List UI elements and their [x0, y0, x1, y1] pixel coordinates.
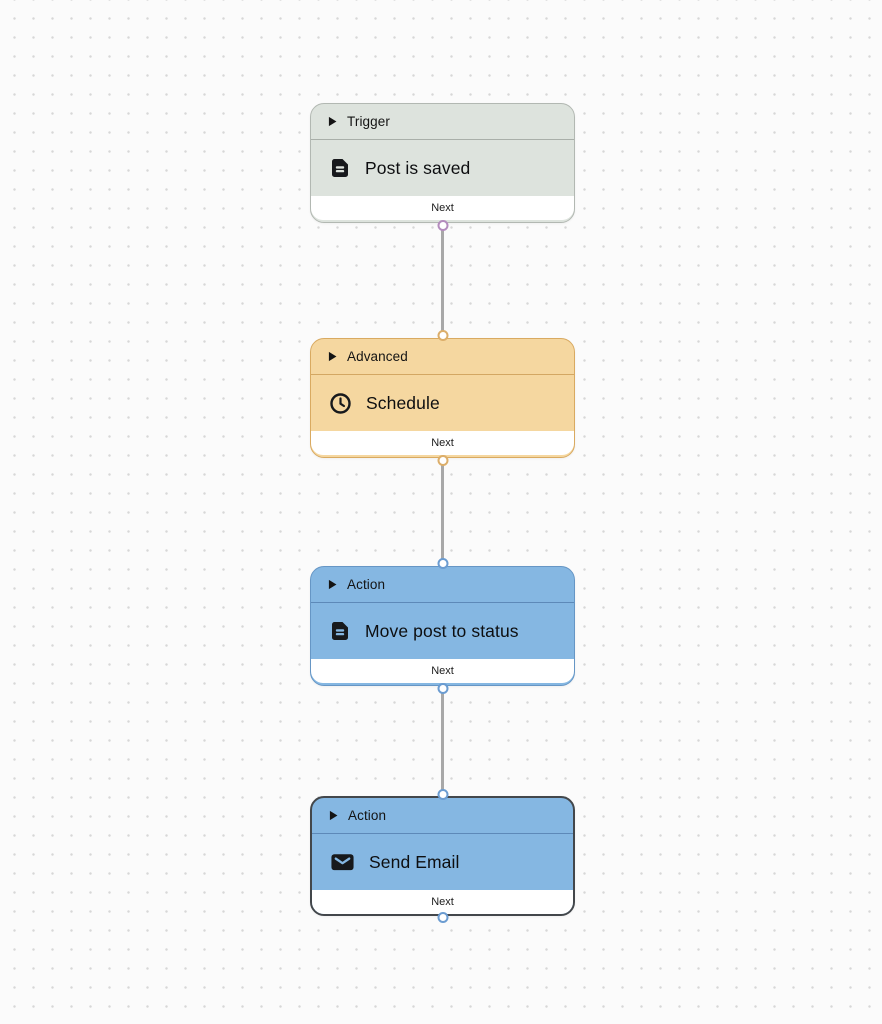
output-port[interactable] — [437, 455, 448, 466]
node-header[interactable]: Action — [311, 567, 574, 603]
edge-move-post-to-send-email[interactable] — [441, 684, 444, 800]
input-port[interactable] — [437, 330, 448, 341]
node-type-label: Advanced — [347, 349, 408, 364]
node-header[interactable]: Advanced — [311, 339, 574, 375]
expand-arrow-icon[interactable] — [328, 116, 337, 127]
next-label: Next — [431, 665, 454, 677]
node-output-section: Next — [312, 890, 573, 914]
next-label: Next — [431, 437, 454, 449]
node-header[interactable]: Trigger — [311, 104, 574, 140]
expand-arrow-icon[interactable] — [328, 579, 337, 590]
mail-icon — [330, 851, 355, 873]
node-type-label: Action — [347, 577, 386, 592]
output-port[interactable] — [437, 912, 448, 923]
node-action-send-email[interactable]: Action Send Email Next — [310, 789, 575, 923]
node-advanced-schedule[interactable]: Advanced Schedule Next — [310, 330, 575, 466]
node-title: Move post to status — [365, 620, 519, 641]
next-label: Next — [431, 896, 454, 908]
document-icon — [329, 620, 351, 642]
node-type-label: Action — [348, 808, 387, 823]
node-trigger-post-is-saved[interactable]: Trigger Post is saved Next — [310, 103, 575, 231]
node-output-section: Next — [311, 196, 574, 220]
expand-arrow-icon[interactable] — [329, 810, 338, 821]
node-title: Send Email — [369, 851, 460, 872]
edge-schedule-to-move-post[interactable] — [441, 455, 444, 570]
input-port[interactable] — [437, 789, 448, 800]
edge-trigger-to-schedule[interactable] — [441, 220, 444, 342]
input-port[interactable] — [437, 558, 448, 569]
next-label: Next — [431, 202, 454, 214]
node-body[interactable]: Post is saved — [311, 140, 574, 196]
clock-icon — [329, 392, 352, 415]
node-output-section: Next — [311, 431, 574, 455]
node-header[interactable]: Action — [312, 798, 573, 834]
node-title: Schedule — [366, 392, 440, 413]
output-port[interactable] — [437, 220, 448, 231]
document-icon — [329, 157, 351, 179]
output-port[interactable] — [437, 683, 448, 694]
node-body[interactable]: Schedule — [311, 375, 574, 431]
node-output-section: Next — [311, 659, 574, 683]
node-action-move-post-to-status[interactable]: Action Move post to status Next — [310, 558, 575, 694]
node-type-label: Trigger — [347, 114, 390, 129]
node-title: Post is saved — [365, 157, 471, 178]
node-body[interactable]: Move post to status — [311, 603, 574, 659]
node-body[interactable]: Send Email — [312, 834, 573, 890]
expand-arrow-icon[interactable] — [328, 351, 337, 362]
